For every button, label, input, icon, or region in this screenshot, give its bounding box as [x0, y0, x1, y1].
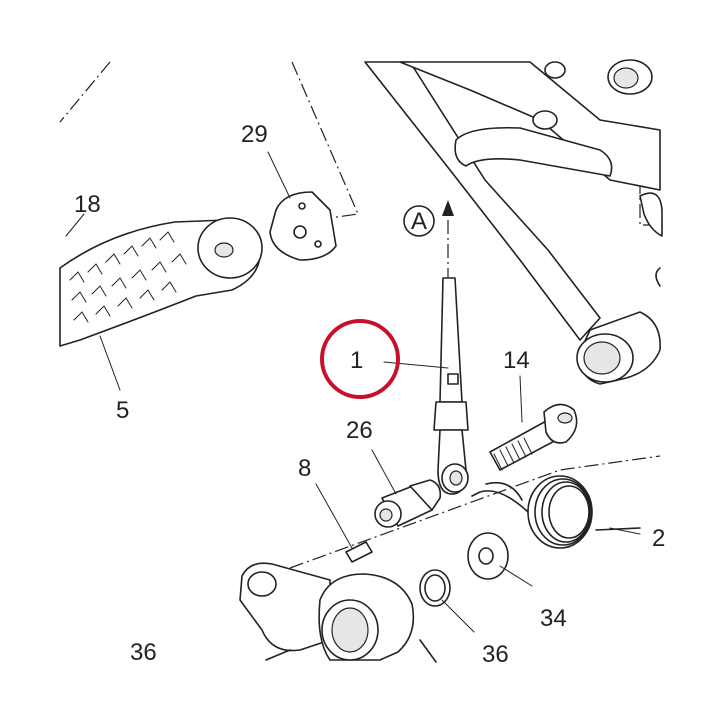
label-part-2-partial: 2 — [652, 525, 665, 552]
rod-part-1 — [433, 277, 469, 495]
label-part-29: 29 — [241, 121, 268, 148]
footpeg-teeth — [69, 231, 187, 323]
label-part-14: 14 — [503, 347, 530, 374]
label-part-26: 26 — [346, 417, 373, 444]
label-part-8: 8 — [298, 455, 311, 482]
ring-part-36 — [419, 569, 451, 607]
bolt-part-14 — [489, 403, 578, 471]
label-part-1: 1 — [350, 347, 363, 374]
leader-lines — [65, 151, 641, 633]
view-a-label: A — [411, 208, 427, 235]
spacer-part-26 — [374, 479, 442, 528]
plate-part-29 — [269, 191, 337, 261]
view-a-indicator: A — [403, 200, 454, 237]
label-part-36-left: 36 — [130, 639, 157, 666]
label-part-5: 5 — [116, 397, 129, 424]
frame-bracket — [364, 59, 663, 385]
footpeg-part-5 — [59, 217, 263, 347]
highlight-circle — [320, 319, 400, 399]
label-part-18: 18 — [74, 191, 101, 218]
label-part-36-right: 36 — [482, 641, 509, 668]
label-part-34: 34 — [540, 605, 567, 632]
pin-part-8 — [345, 541, 373, 563]
washer-part-34 — [467, 532, 509, 580]
spring-part-2 — [471, 475, 641, 549]
callout-labels: 29 18 5 1 14 26 8 34 36 36 2 — [74, 121, 665, 668]
lever-arm — [239, 562, 437, 663]
